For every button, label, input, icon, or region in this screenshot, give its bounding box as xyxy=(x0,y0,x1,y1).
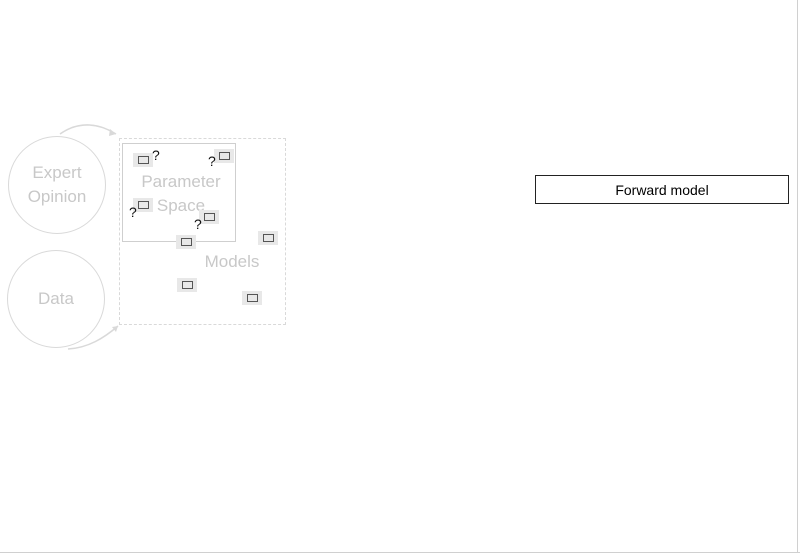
slide-right-border xyxy=(797,0,798,552)
data-arrowhead xyxy=(112,326,118,332)
forward-model-label: Forward model xyxy=(615,181,709,198)
question-mark: ? xyxy=(194,216,202,232)
model-icon xyxy=(199,210,219,224)
question-mark: ? xyxy=(129,204,137,220)
data-circle: Data xyxy=(7,250,105,348)
model-icon xyxy=(133,153,153,167)
question-mark: ? xyxy=(152,147,160,163)
forward-model-box: Forward model xyxy=(535,175,789,204)
expert-opinion-circle: Expert Opinion xyxy=(8,136,106,234)
expert-to-models-arrow xyxy=(59,124,117,135)
model-icon xyxy=(177,278,197,292)
models-label: Models xyxy=(204,252,260,271)
expert-opinion-label: Expert Opinion xyxy=(27,163,87,206)
models-box xyxy=(119,138,286,325)
data-label: Data xyxy=(38,289,74,308)
model-icon xyxy=(258,231,278,245)
expert-arrowhead xyxy=(109,129,116,136)
parameter-space-label: Parameter Space xyxy=(141,172,221,215)
model-icon xyxy=(176,235,196,249)
model-icon xyxy=(242,291,262,305)
model-icon xyxy=(214,149,234,163)
question-mark: ? xyxy=(208,153,216,169)
slide-bottom-border xyxy=(0,552,800,553)
model-icon xyxy=(133,198,153,212)
